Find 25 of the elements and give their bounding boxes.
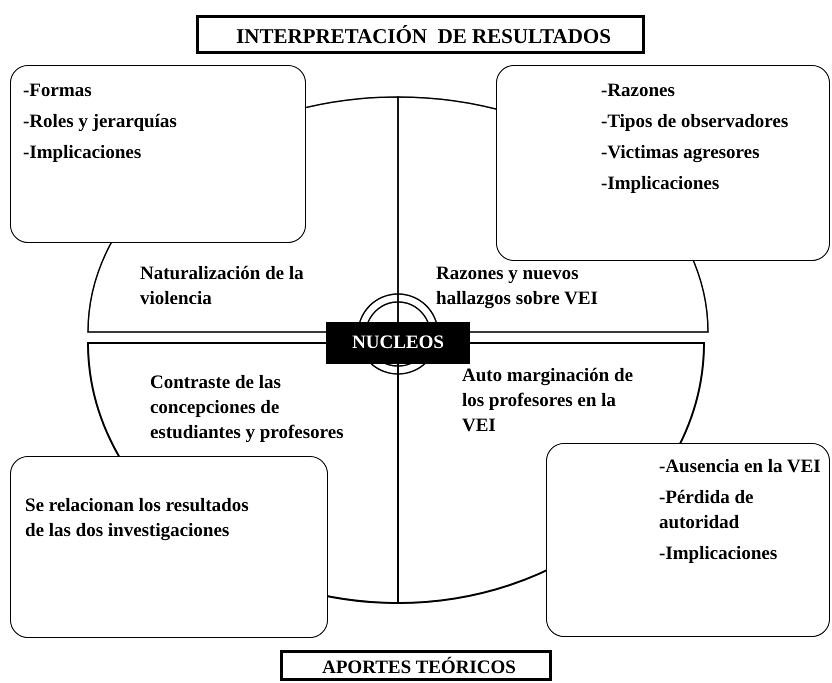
node-text: -Pérdida de autoridad xyxy=(659,486,754,535)
rounded-box xyxy=(10,456,328,638)
rounded-box xyxy=(546,443,830,637)
node-text: -Implicaciones xyxy=(659,542,778,566)
heading-box xyxy=(280,650,552,681)
heading-text: NUCLEOS xyxy=(351,331,445,355)
center-box xyxy=(326,322,470,364)
node-text: -Implicaciones xyxy=(23,141,142,165)
node-text: -Formas xyxy=(23,79,93,103)
node-text: Se relacionan los resultados de las dos investigaciones xyxy=(25,494,250,543)
heading-text: APORTES TEÓRICOS xyxy=(321,656,517,680)
node-text: -Ausencia en la VEI xyxy=(659,455,822,479)
rounded-box xyxy=(10,65,306,243)
heading-text: INTERPRETACIÓN DE RESULTADOS xyxy=(235,24,612,49)
heading-box xyxy=(196,15,645,54)
node-text: -Victimas agresores xyxy=(601,141,760,165)
node-text: Contraste de las concepciones de estudiantes y profesores xyxy=(150,371,345,445)
rounded-box xyxy=(496,65,830,261)
node-text: -Roles y jerarquías xyxy=(23,110,178,134)
node-text: Auto marginación de los profesores en la VEI xyxy=(462,364,634,438)
node-text: -Implicaciones xyxy=(601,172,720,196)
node-text: -Razones xyxy=(601,79,676,103)
node-text: Naturalización de la violencia xyxy=(140,262,305,311)
node-text: Razones y nuevos hallazgos sobre VEI xyxy=(436,262,599,311)
node-text: -Tipos de observadores xyxy=(601,110,790,134)
